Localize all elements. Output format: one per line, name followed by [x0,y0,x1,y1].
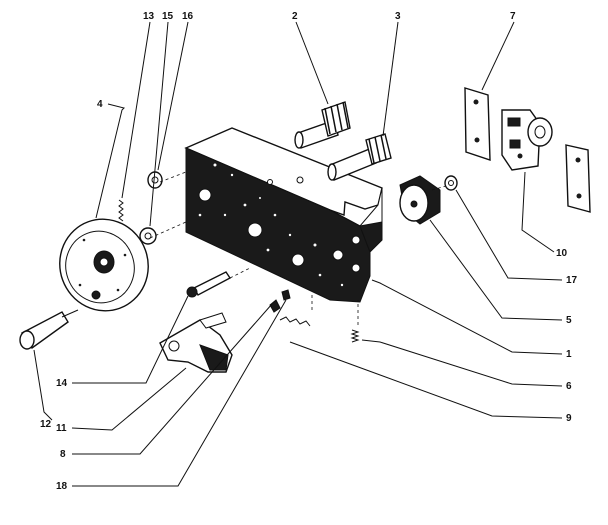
pin-part-18 [281,289,291,301]
callout-1: 1 [566,349,572,360]
callout-10: 10 [556,248,568,259]
screw-part-14 [186,271,232,298]
plate-right [565,144,591,213]
washer-part-17 [444,175,458,191]
callout-7: 7 [510,11,516,22]
spring-part-13 [118,199,124,222]
plate-left [464,87,491,161]
callout-labels: 1 2 3 4 5 6 7 8 9 10 11 12 13 14 15 16 1… [40,11,578,492]
callout-17: 17 [566,275,578,286]
pin-part-8 [269,299,281,313]
bracket-assembly [501,109,553,171]
callout-9: 9 [566,413,572,424]
callout-13: 13 [143,11,155,22]
callout-15: 15 [162,11,174,22]
cam-part-5 [399,175,441,225]
callout-14: 14 [56,378,68,389]
handle-knob [19,309,79,350]
spring-part-9 [279,316,311,327]
callout-4: 4 [97,99,103,110]
washer-part-15 [139,227,157,245]
handwheel [59,218,149,312]
gear-shaft-part-2 [294,101,351,149]
callout-12: 12 [40,419,52,430]
callout-3: 3 [395,11,401,22]
gear-shaft-part-3 [327,133,392,181]
spring-part-6 [350,329,360,343]
callout-5: 5 [566,315,572,326]
housing-block [184,127,383,303]
leader-lines [33,21,563,487]
callout-8: 8 [60,449,66,460]
callout-16: 16 [182,11,194,22]
callout-11: 11 [56,423,67,434]
callout-18: 18 [56,481,68,492]
callout-2: 2 [292,11,298,22]
callout-6: 6 [566,381,572,392]
lever-part-11 [159,312,233,373]
